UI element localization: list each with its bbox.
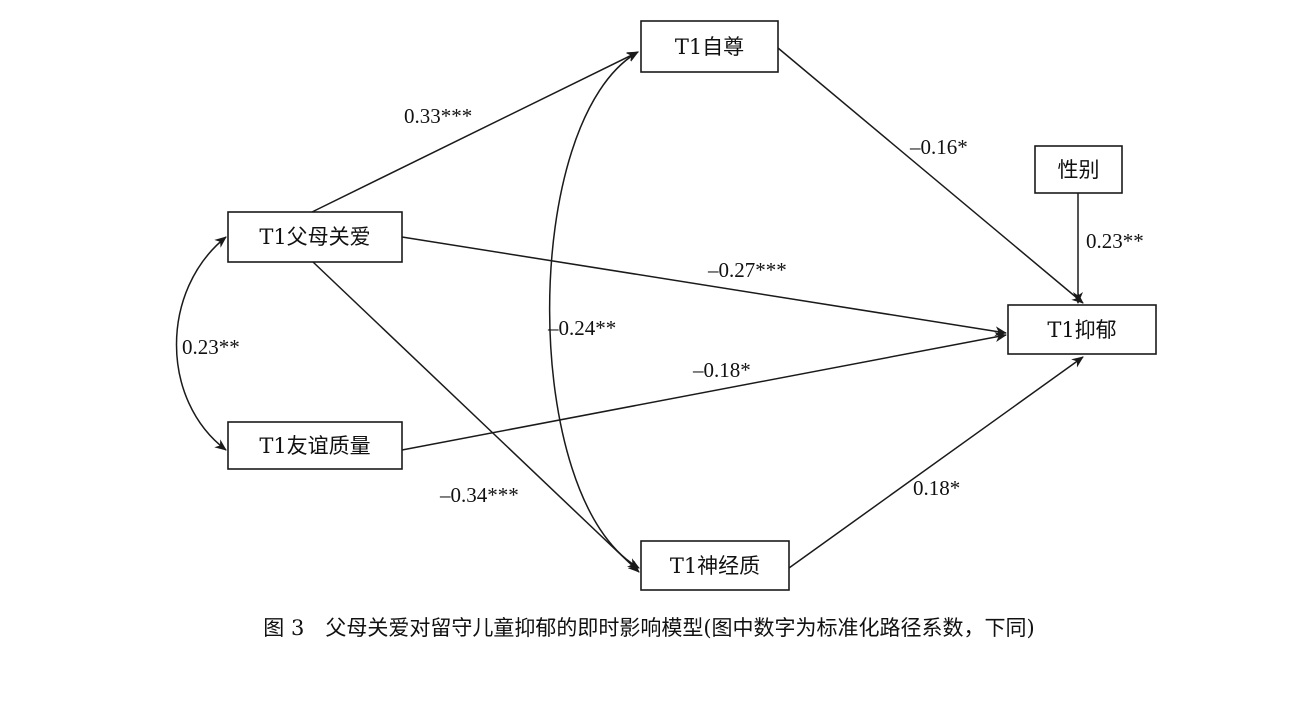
node-friendship-label: T1友谊质量 (259, 434, 370, 458)
node-depression-label: T1抑郁 (1047, 318, 1116, 342)
node-gender-label: 性别 (1058, 158, 1100, 182)
coef-care-to-depression: –0.27*** (707, 258, 787, 282)
coef-friendship-to-depression: –0.18* (692, 358, 751, 382)
path-care-to-neuroticism (312, 261, 640, 573)
node-neuroticism: T1神经质 (640, 540, 790, 591)
node-gender: 性别 (1034, 145, 1123, 194)
path-care-to-depression (401, 236, 1007, 337)
coef-care-to-neuroticism: –0.34*** (439, 483, 519, 507)
covariance-care-friendship (175, 236, 227, 451)
coef-esteem-neuroticism-cov: –0.24** (547, 316, 616, 340)
path-esteem-to-depression (777, 47, 1084, 304)
covariance-esteem-neuroticism (548, 51, 640, 569)
path-friendship-to-depression (401, 332, 1007, 451)
coef-care-to-esteem: 0.33*** (404, 104, 472, 128)
node-neuroticism-label: T1神经质 (670, 554, 760, 578)
coef-gender-to-depression: 0.23** (1086, 229, 1144, 253)
node-friendship: T1友谊质量 (227, 421, 403, 470)
path-care-to-esteem (311, 51, 639, 213)
node-depression: T1抑郁 (1007, 304, 1157, 355)
coef-care-friendship-cov: 0.23** (182, 335, 240, 359)
node-parental-care: T1父母关爱 (227, 211, 403, 263)
coef-neuroticism-to-depression: 0.18* (913, 476, 960, 500)
path-neuroticism-to-depression (788, 356, 1084, 569)
node-self-esteem-label: T1自尊 (675, 35, 744, 59)
figure-caption: 图 3 父母关爱对留守儿童抑郁的即时影响模型(图中数字为标准化路径系数，下同) (263, 616, 1035, 640)
coef-esteem-to-depression: –0.16* (909, 135, 968, 159)
node-parental-care-label: T1父母关爱 (259, 225, 370, 249)
node-self-esteem: T1自尊 (640, 20, 779, 73)
